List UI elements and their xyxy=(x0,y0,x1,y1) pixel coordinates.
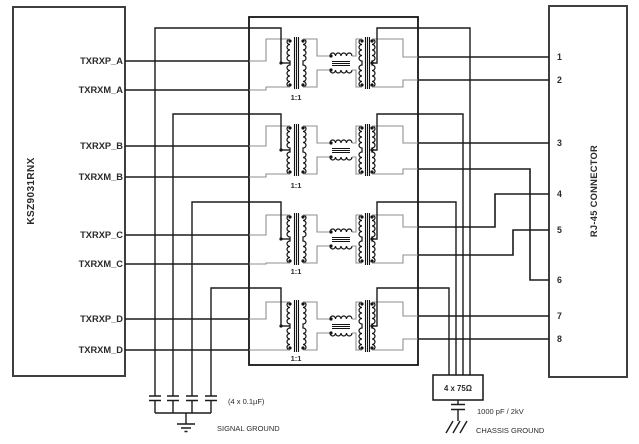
magnetics-box xyxy=(248,16,419,366)
capacitor-plates xyxy=(149,395,217,424)
phy-label: KSZ9031RNX xyxy=(26,157,37,224)
ratio-label: 1:1 xyxy=(291,354,302,363)
hv-capacitor xyxy=(451,400,465,421)
phy-pin-label: TXRXP_D xyxy=(80,314,123,324)
chassis-ground-symbol xyxy=(445,420,468,434)
phy-pin-labels: TXRXP_A TXRXM_A TXRXP_B TXRXM_B TXRXP_C … xyxy=(79,56,124,355)
phy-pin-label: TXRXM_B xyxy=(79,172,124,182)
rj45-box xyxy=(548,5,628,378)
phy-pin-label: TXRXP_B xyxy=(80,141,123,151)
internal-entry-links xyxy=(249,38,290,351)
signal-ground-symbol xyxy=(177,423,195,433)
rj45-pin-number: 6 xyxy=(557,275,562,285)
phy-signal-wires xyxy=(125,60,249,351)
rj45-pin-number: 7 xyxy=(557,311,562,321)
line-center-tap-lines xyxy=(372,27,471,375)
rj45-pin-number: 5 xyxy=(557,225,562,235)
line-signal-wires xyxy=(418,56,549,340)
phy-pin-label: TXRXP_A xyxy=(80,56,123,66)
rj45-pin-numbers: 1 2 3 4 5 6 7 8 xyxy=(557,52,562,344)
phy-pin-label: TXRXP_C xyxy=(80,230,123,240)
ratio-label: 1:1 xyxy=(291,181,302,190)
rj45-pin-number: 2 xyxy=(557,75,562,85)
signal-ground-caps xyxy=(149,395,217,433)
ratio-label: 1:1 xyxy=(291,267,302,276)
hv-cap-value-label: 1000 pF / 2kV xyxy=(477,407,524,416)
ratio-label: 1:1 xyxy=(291,93,302,102)
caps-value-label: (4 x 0.1µF) xyxy=(228,397,265,406)
phy-pin-label: TXRXM_A xyxy=(79,85,124,95)
internal-exit-links xyxy=(372,38,418,351)
termination-resistor-label: 4 x 75Ω xyxy=(444,384,472,393)
phy-box xyxy=(12,6,126,377)
rj45-pin-number: 8 xyxy=(557,334,562,344)
phy-pin-label: TXRXM_C xyxy=(79,259,124,269)
chassis-ground-label: CHASSIS GROUND xyxy=(476,426,545,435)
rj45-label: RJ-45 CONNECTOR xyxy=(589,145,599,237)
chassis-ground-network xyxy=(445,400,468,434)
phy-center-tap-lines xyxy=(154,27,282,396)
rj45-pin-number: 4 xyxy=(557,189,562,199)
rj45-pin-number: 3 xyxy=(557,138,562,148)
termination-resistor-box xyxy=(432,374,484,401)
turns-ratio-labels: 1:1 1:1 1:1 1:1 xyxy=(291,93,302,363)
phy-pin-label: TXRXM_D xyxy=(79,345,124,355)
rj45-pin-number: 1 xyxy=(557,52,562,62)
signal-ground-label: SIGNAL GROUND xyxy=(217,424,280,433)
